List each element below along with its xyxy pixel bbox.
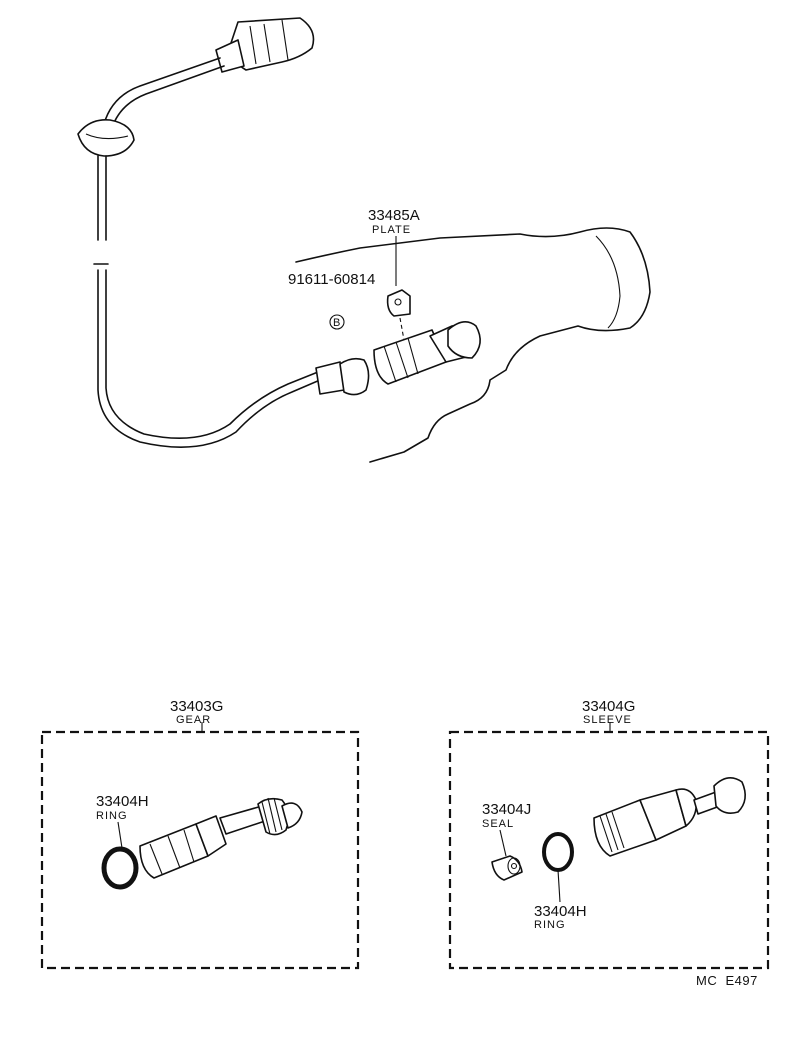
gear-ring-part-number: 33404H: [96, 793, 149, 810]
bolt-part-number: 91611-60814: [288, 271, 375, 288]
plate-part-number: 33485A: [368, 207, 420, 224]
gear-ring-name: RING: [96, 810, 128, 822]
sleeve-illustration: [593, 777, 746, 857]
seal-part-number: 33404J: [482, 801, 531, 818]
gear-kit-name: GEAR: [176, 714, 211, 726]
speedometer-cable-assembly: [77, 17, 651, 463]
plate-name: PLATE: [372, 224, 411, 236]
sleeve-ring-illustration: [542, 832, 574, 872]
sleeve-ring-part-number: 33404H: [534, 903, 587, 920]
gear-kit-part-number: 33403G: [170, 698, 223, 715]
plate-illustration: [386, 289, 411, 317]
sleeve-kit-box: [448, 722, 770, 970]
sleeve-installed-illustration: [373, 321, 481, 385]
bolt-marker-letter: B: [333, 317, 341, 329]
diagram-code: MC E497: [696, 973, 758, 988]
gear-kit-box: [40, 722, 360, 970]
sleeve-kit-name: SLEEVE: [583, 714, 632, 726]
seal-illustration: [491, 855, 523, 881]
sleeve-kit-part-number: 33404G: [582, 698, 635, 715]
driven-gear-illustration: [139, 797, 303, 879]
bolt-marker-circle: [329, 314, 345, 330]
seal-name: SEAL: [482, 818, 514, 830]
transmission-housing-outline: [295, 227, 651, 463]
grommet-illustration: [77, 118, 135, 157]
meter-connector-illustration: [215, 17, 315, 73]
gear-ring-illustration: [101, 846, 139, 890]
sleeve-ring-name: RING: [534, 919, 566, 931]
